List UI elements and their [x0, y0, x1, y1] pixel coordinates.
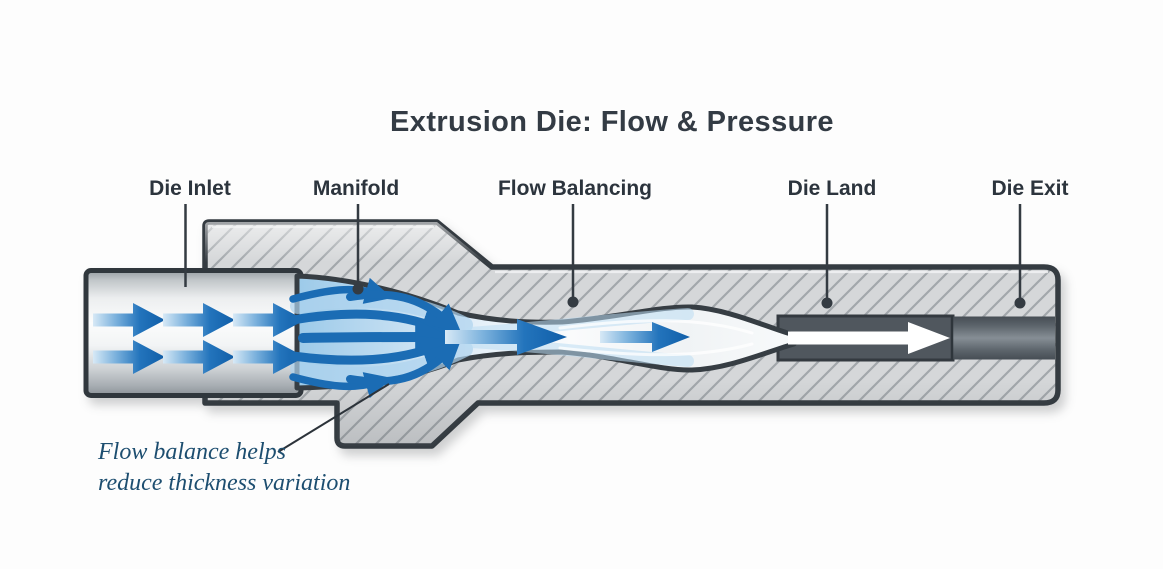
label-die-inlet: Die Inlet [149, 177, 231, 200]
balancing-arrows [445, 319, 690, 355]
die-body-group [83, 219, 1061, 449]
annotation-line-1: Flow balance helps [97, 439, 286, 465]
die-body-highlight [212, 225, 1048, 274]
label-flow-balancing: Flow Balancing [498, 177, 652, 200]
leader-lines [184, 204, 1026, 309]
diagram-title: Extrusion Die: Flow & Pressure [390, 106, 834, 138]
leader-dot-manifold [352, 283, 364, 295]
label-manifold: Manifold [313, 177, 399, 200]
leader-dot-flow-balancing [567, 296, 579, 308]
leader-dot-die-land [821, 297, 833, 309]
die-exit-channel [952, 316, 1055, 360]
annotation-leader-line [277, 383, 390, 453]
die-land-arrow [788, 322, 950, 354]
inlet-flow-arrows [93, 303, 305, 374]
inlet-tube [83, 268, 304, 398]
annotation-line-2: reduce thickness variation [98, 470, 350, 496]
label-die-land: Die Land [788, 177, 877, 200]
manifold-fan-arrows [288, 277, 462, 399]
label-die-exit: Die Exit [991, 177, 1068, 200]
leader-dot-die-exit [1014, 297, 1026, 309]
